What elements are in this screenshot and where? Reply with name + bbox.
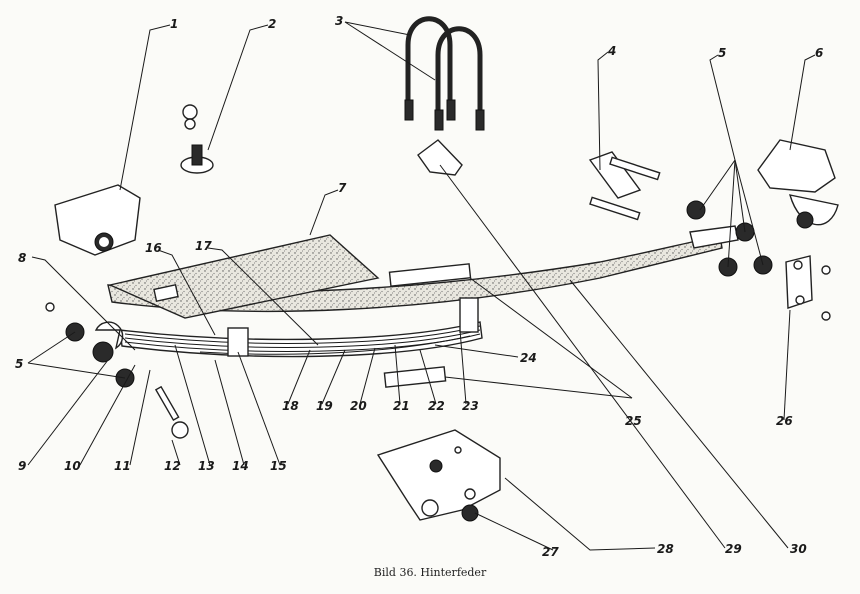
callout-8: 8 [18,251,26,265]
callout-27: 27 [542,545,559,559]
shackle-bolts [588,151,661,221]
callout-6: 6 [815,46,823,60]
callout-16: 16 [145,241,162,255]
callout-19: 19 [316,399,333,413]
callout-5-rear: 5 [718,46,726,60]
callout-15: 15 [270,459,287,473]
callout-18: 18 [282,399,299,413]
pin-bolt [154,385,189,439]
mounting-plate [376,429,501,521]
callout-labels: 1 2 3 4 5 6 7 8 5 9 10 11 12 13 14 15 16… [15,14,823,559]
callout-3: 3 [335,14,343,28]
callout-7: 7 [338,181,347,195]
leader-lines [27,21,816,551]
shackle-plate [785,255,831,321]
callout-24: 24 [520,351,537,365]
callout-17: 17 [195,239,212,253]
callout-4: 4 [607,44,616,58]
bump-stop [417,139,463,176]
callout-10: 10 [64,459,81,473]
callout-11: 11 [114,459,131,473]
callout-13: 13 [198,459,215,473]
callout-28: 28 [657,542,674,556]
callout-30: 30 [790,542,807,556]
leaf-clamp-front [227,327,249,357]
callout-29: 29 [725,542,742,556]
rear-bracket [757,139,839,229]
front-bushings [45,302,135,388]
callout-9: 9 [18,459,26,473]
callout-25: 25 [625,414,642,428]
spacer-plate-lower [383,366,447,388]
nut [461,488,479,522]
callout-2: 2 [268,17,276,31]
spacer-plate-upper [388,263,472,287]
callout-26: 26 [776,414,793,428]
figure-caption: Bild 36. Hinterfeder [373,566,487,579]
callout-14: 14 [232,459,249,473]
callout-23: 23 [462,399,479,413]
bolt-with-nut [180,104,214,174]
callout-1: 1 [170,17,178,31]
leaf-clamp-rear [459,297,479,333]
callout-21: 21 [393,399,410,413]
callout-5-front: 5 [15,357,23,371]
callout-12: 12 [164,459,181,473]
front-bracket [54,184,141,256]
callout-22: 22 [428,399,445,413]
callout-20: 20 [350,399,367,413]
seat-pad-slot [153,284,179,302]
spring-rear-end [689,225,739,249]
spring-front-eye [94,321,124,350]
u-bolts [404,16,485,131]
